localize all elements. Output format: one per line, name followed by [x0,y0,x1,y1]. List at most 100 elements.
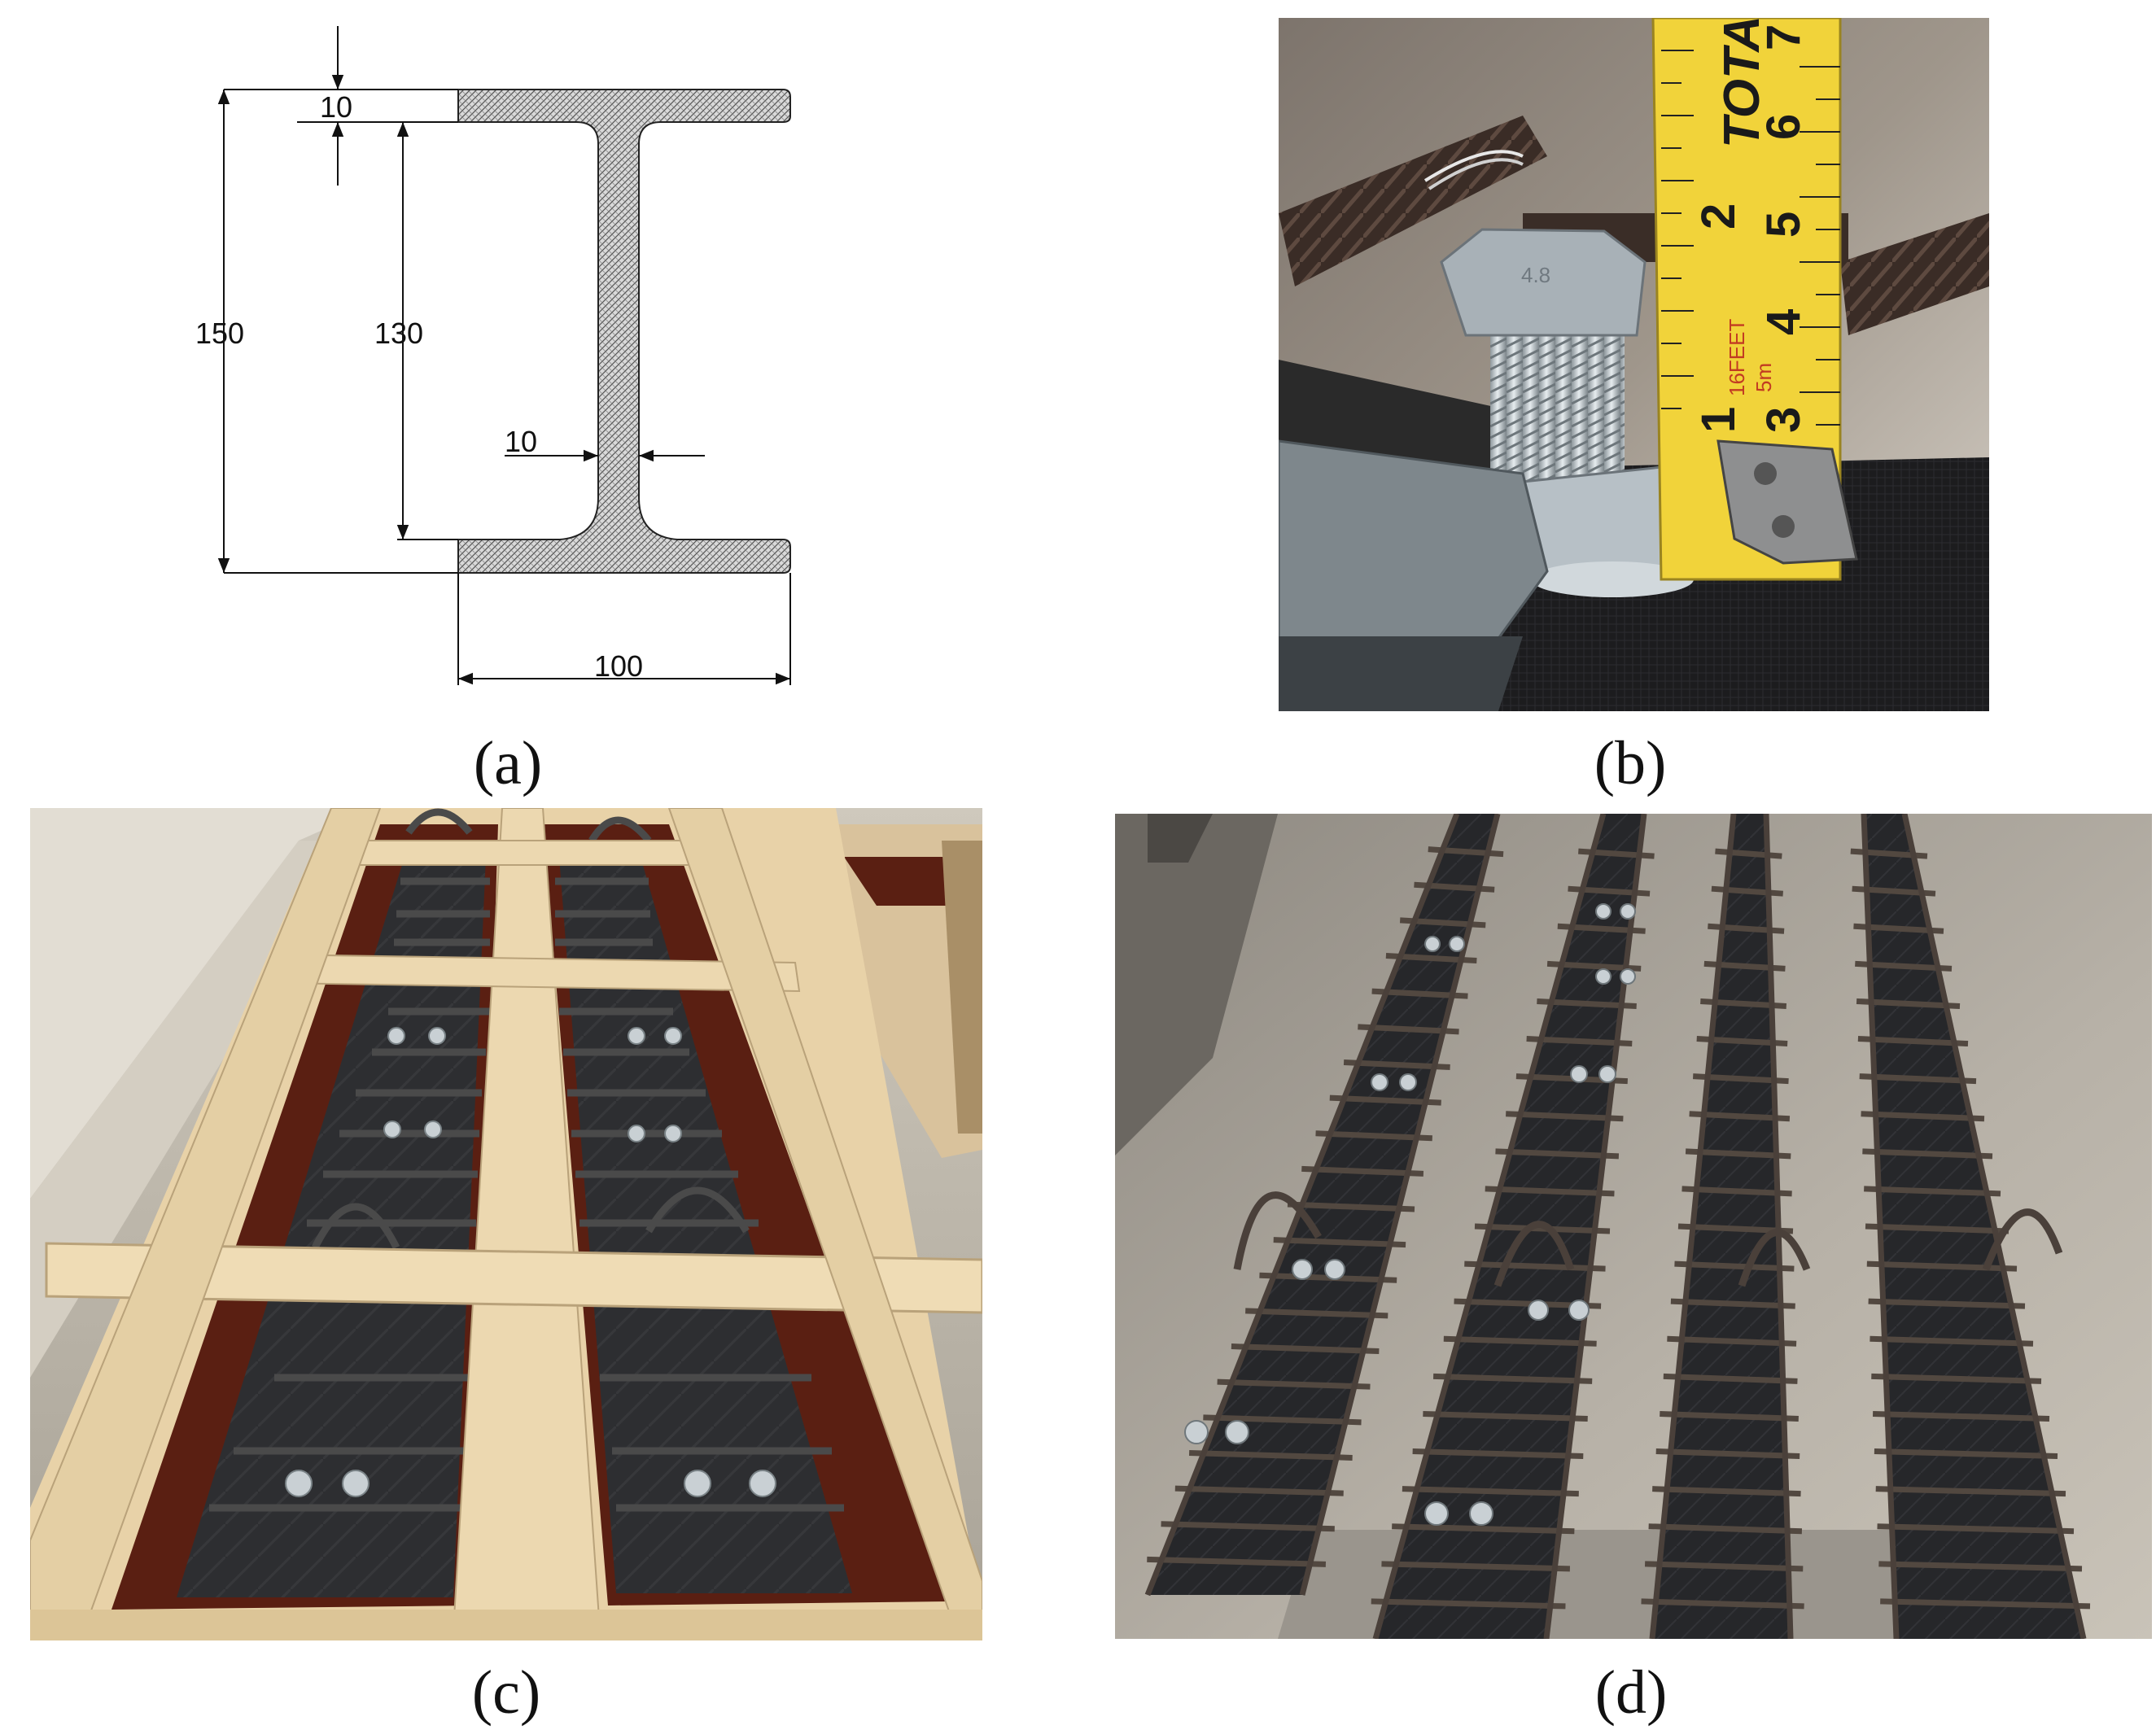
cages-photo-svg [1115,814,2152,1639]
tape-measure [1651,18,1842,581]
stirrup-bar [1402,1486,1579,1497]
stirrup-bar [1862,1148,1993,1160]
stirrup-bar [1878,1561,2083,1572]
stirrup-bar [1273,1237,1406,1248]
tape-number-7: 7 [1757,24,1810,50]
cross-board-top [330,840,715,866]
stirrup-bar [1259,1272,1397,1283]
stirrup-bar [1371,1598,1566,1610]
stirrup-bar [1648,1523,1803,1535]
stirrup-bar [1315,1130,1432,1142]
second-bolt-head [1279,439,1549,679]
panel-a-section-drawing: 10 150 130 10 100 [163,16,895,700]
caption-b: (b) [1594,729,1667,797]
stirrup-bar [1652,1486,1801,1497]
stirrup-bar [1412,1448,1584,1460]
i-beam-profile [457,89,791,574]
bolts-d [1184,903,1636,1526]
stirrup-bar [1174,1485,1344,1496]
lifting-hooks [1233,1191,2063,1287]
tape-number-6: 6 [1757,114,1810,140]
stirrup-bar [1203,1414,1362,1426]
stirrup-bar [1864,1186,2001,1197]
stirrup-bar [1870,1335,2034,1347]
dim-total-height: 150 [195,317,244,350]
stirrups-left [209,808,490,1512]
stirrups-right [555,816,844,1512]
stirrup-bar [1865,1223,2009,1234]
bolt-head-mark: 4.8 [1521,263,1550,287]
bolt-photo-svg: 4.8 TOTA 7 6 5 4 3 2 2 1 16FEET [1279,18,1989,711]
stirrup-bar [1506,1111,1624,1122]
stirrup-bar [1474,1223,1611,1234]
stirrup-bar [1685,1148,1791,1160]
stirrup-bar [1874,1448,2058,1460]
stirrup-bar [1871,1373,2042,1384]
caption-a: (a) [473,729,543,797]
tape-number-4: 4 [1757,309,1810,335]
stirrup-bar [1432,1373,1593,1384]
steel-beam-4 [1864,814,2084,1639]
stirrup-bar [1381,1561,1570,1572]
dim-web-thickness: 10 [505,425,537,458]
formwork-photo-svg [30,808,982,1640]
stirrup-bar [1485,1186,1615,1197]
stirrup-bar [1674,1260,1795,1272]
stirrup-bar [1866,1260,2018,1272]
stirrup-bar [1161,1521,1335,1532]
stirrup-bar [1423,1410,1588,1422]
stirrup-bar [1392,1523,1575,1535]
stirrup-bar [1464,1260,1606,1272]
stirrup-bar [1872,1410,2050,1422]
stirrup-bar [1660,1410,1799,1422]
stirrup-bar [1663,1373,1798,1384]
dim-flange-thickness: 10 [320,90,352,124]
stirrup-bar [1245,1308,1388,1319]
stirrup-bar [1188,1449,1353,1461]
stirrup-bar [1147,1556,1327,1567]
caption-c: (c) [471,1658,541,1727]
stirrup-bar [1287,1201,1415,1212]
stirrup-bar [1217,1378,1371,1390]
stirrup-bar [1495,1148,1620,1160]
stirrup-bar [1641,1598,1804,1610]
stirrup-bar [1301,1165,1424,1177]
bolt-head [1440,228,1647,337]
cage-longitudinal-bars [1144,814,2087,1639]
stirrup-bar [1857,1036,1969,1047]
tape-number-5: 5 [1757,212,1810,238]
tape-marking-feet: 16FEET [1725,319,1749,396]
dim-web-height: 130 [374,317,423,350]
stirrup-bar [1682,1186,1792,1197]
stirrup-bar [1868,1298,2026,1309]
stirrup-bar [1667,1335,1797,1347]
stirrup-bar [1670,1298,1795,1309]
tape-number-2-imperial: 2 [1692,203,1745,229]
rebar-upper [1279,116,1547,286]
stirrup-bar [1877,1523,2075,1535]
stirrup-bar [1443,1335,1597,1347]
stirrup-bar [1231,1343,1380,1355]
panel-c-formwork-photo [30,808,982,1640]
stirrup-bar [1880,1598,2091,1610]
bolt-shank [1490,335,1625,498]
dim-flange-width: 100 [594,649,643,683]
tape-brand: TOTA [1714,18,1770,148]
panel-b-bolt-photo: 4.8 TOTA 7 6 5 4 3 2 2 1 16FEET [1279,18,1989,711]
i-beam-section-svg: 10 150 130 10 100 [195,26,791,685]
stirrup-bar [1875,1486,2066,1497]
stirrup-bar [1715,848,1782,859]
tape-marking-metric: 5m [1751,363,1776,392]
caption-d: (d) [1594,1658,1668,1727]
stirrup-bar [1644,1561,1804,1572]
stirrup-bar [1655,1448,1800,1460]
rebar-right [1840,213,1989,335]
tape-number-1: 1 [1692,407,1745,433]
tape-ticks [1661,50,1840,426]
bolts-c [285,1027,776,1497]
stirrup-bar [1859,1073,1977,1085]
tape-hook [1716,439,1858,565]
stirrup-bar [1861,1111,1985,1122]
cross-board-front [45,1242,982,1314]
tape-number-3: 3 [1757,407,1810,433]
